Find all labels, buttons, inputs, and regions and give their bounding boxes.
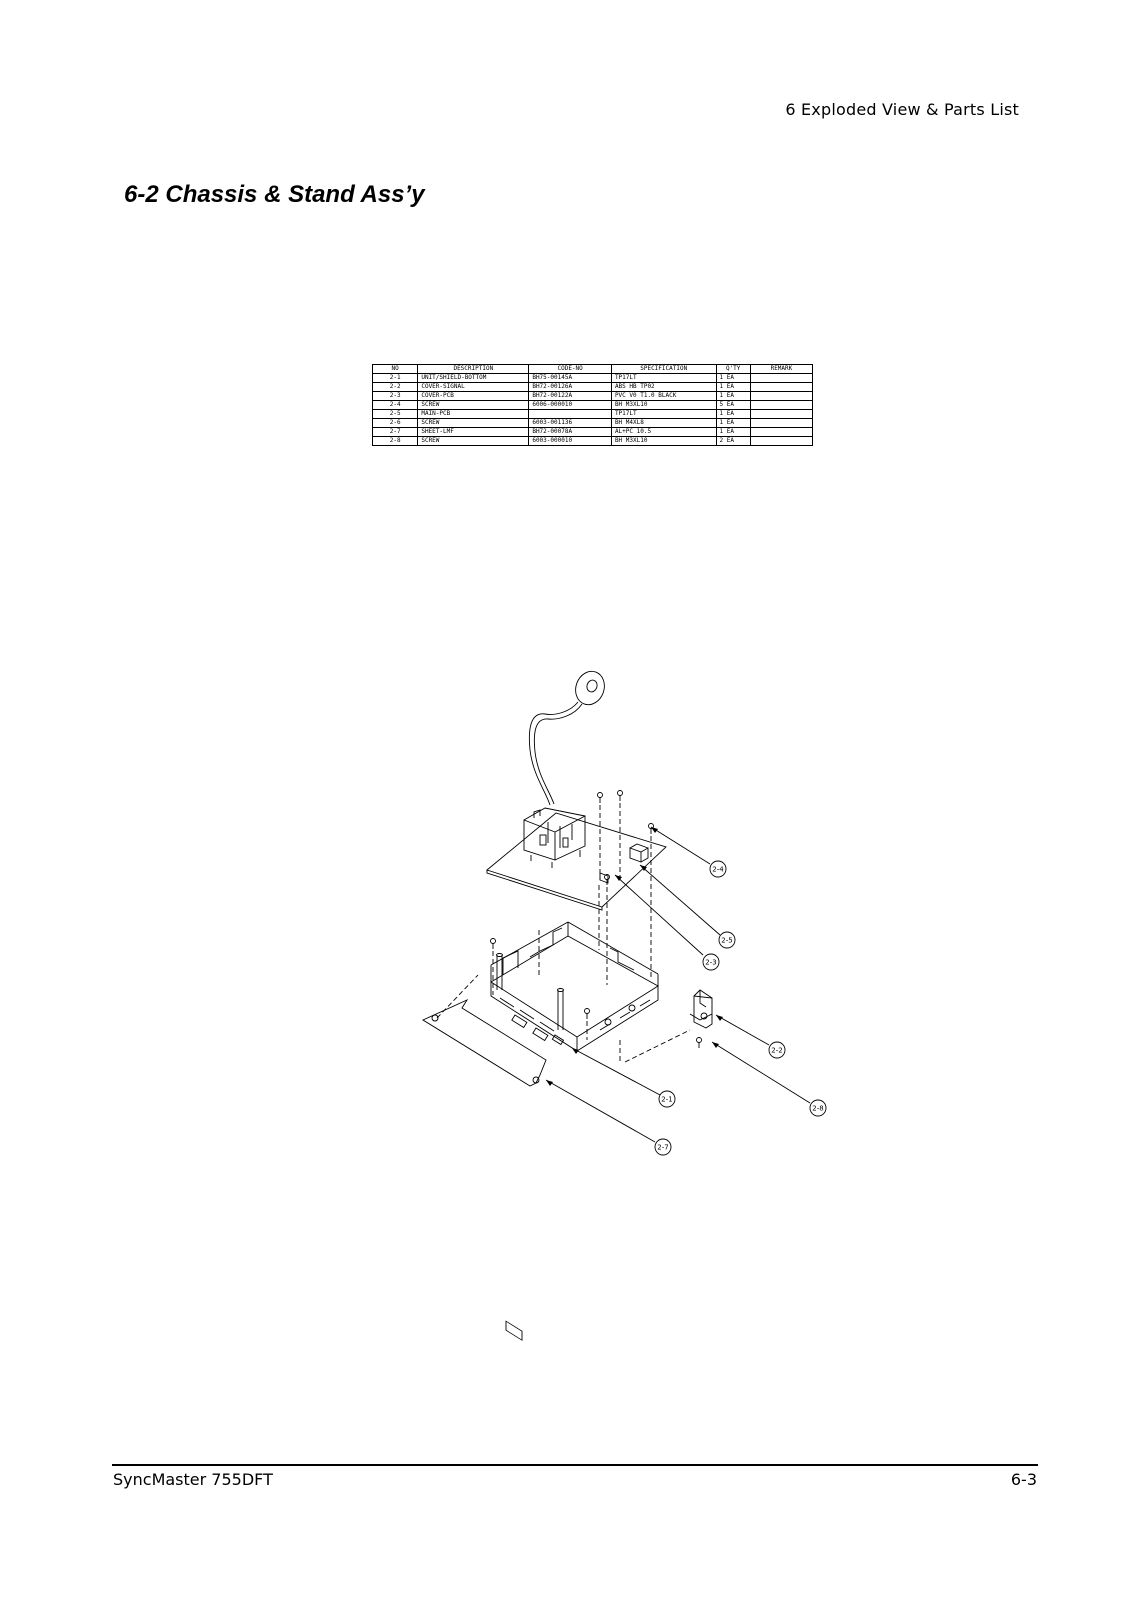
callout-label: 2-7 xyxy=(657,1144,668,1152)
signal-cable xyxy=(528,670,605,806)
callout-label: 2-4 xyxy=(712,866,724,874)
cell-no: 2-8 xyxy=(371,436,419,446)
callout-bubble-2-7: 2-7 xyxy=(654,1138,672,1156)
callout-bubble-2-2: 2-2 xyxy=(768,1041,786,1059)
callout-label: 2-2 xyxy=(771,1047,782,1055)
footer-model-name: SyncMaster 755DFT xyxy=(113,1470,273,1489)
leader-arrowheads xyxy=(546,827,723,1086)
cell-description: SCREW xyxy=(417,436,530,446)
footer-page-number: 6-3 xyxy=(1010,1470,1037,1489)
cell-qty: 2 EA xyxy=(715,436,751,446)
cover-signal xyxy=(689,989,713,1029)
assembly-guide-lines xyxy=(436,803,691,1063)
chapter-header: 6 Exploded View & Parts List xyxy=(785,100,1019,119)
callout-bubble-2-8: 2-8 xyxy=(809,1099,827,1117)
main-pcb xyxy=(486,807,667,911)
callout-label: 2-5 xyxy=(721,937,732,945)
chassis-bottom-shield xyxy=(490,921,659,1341)
leader-lines xyxy=(545,826,811,1143)
section-title: 6-2 Chassis & Stand Ass’y xyxy=(124,181,425,208)
callout-bubble-2-5: 2-5 xyxy=(718,931,736,949)
callout-bubble-2-4: 2-4 xyxy=(709,860,727,878)
callout-label: 2-8 xyxy=(812,1105,823,1113)
callout-label: 2-1 xyxy=(661,1096,672,1104)
cell-remark xyxy=(749,436,814,446)
footer-divider xyxy=(112,1464,1038,1466)
parts-table: NO DESCRIPTION CODE-NO SPECIFICATION Q'T… xyxy=(371,364,814,446)
callout-bubble-2-3: 2-3 xyxy=(702,953,720,971)
callout-label: 2-3 xyxy=(705,959,716,967)
callout-bubble-2-1: 2-1 xyxy=(658,1090,676,1108)
sheet-lmf xyxy=(422,998,547,1087)
screws xyxy=(490,790,702,1048)
